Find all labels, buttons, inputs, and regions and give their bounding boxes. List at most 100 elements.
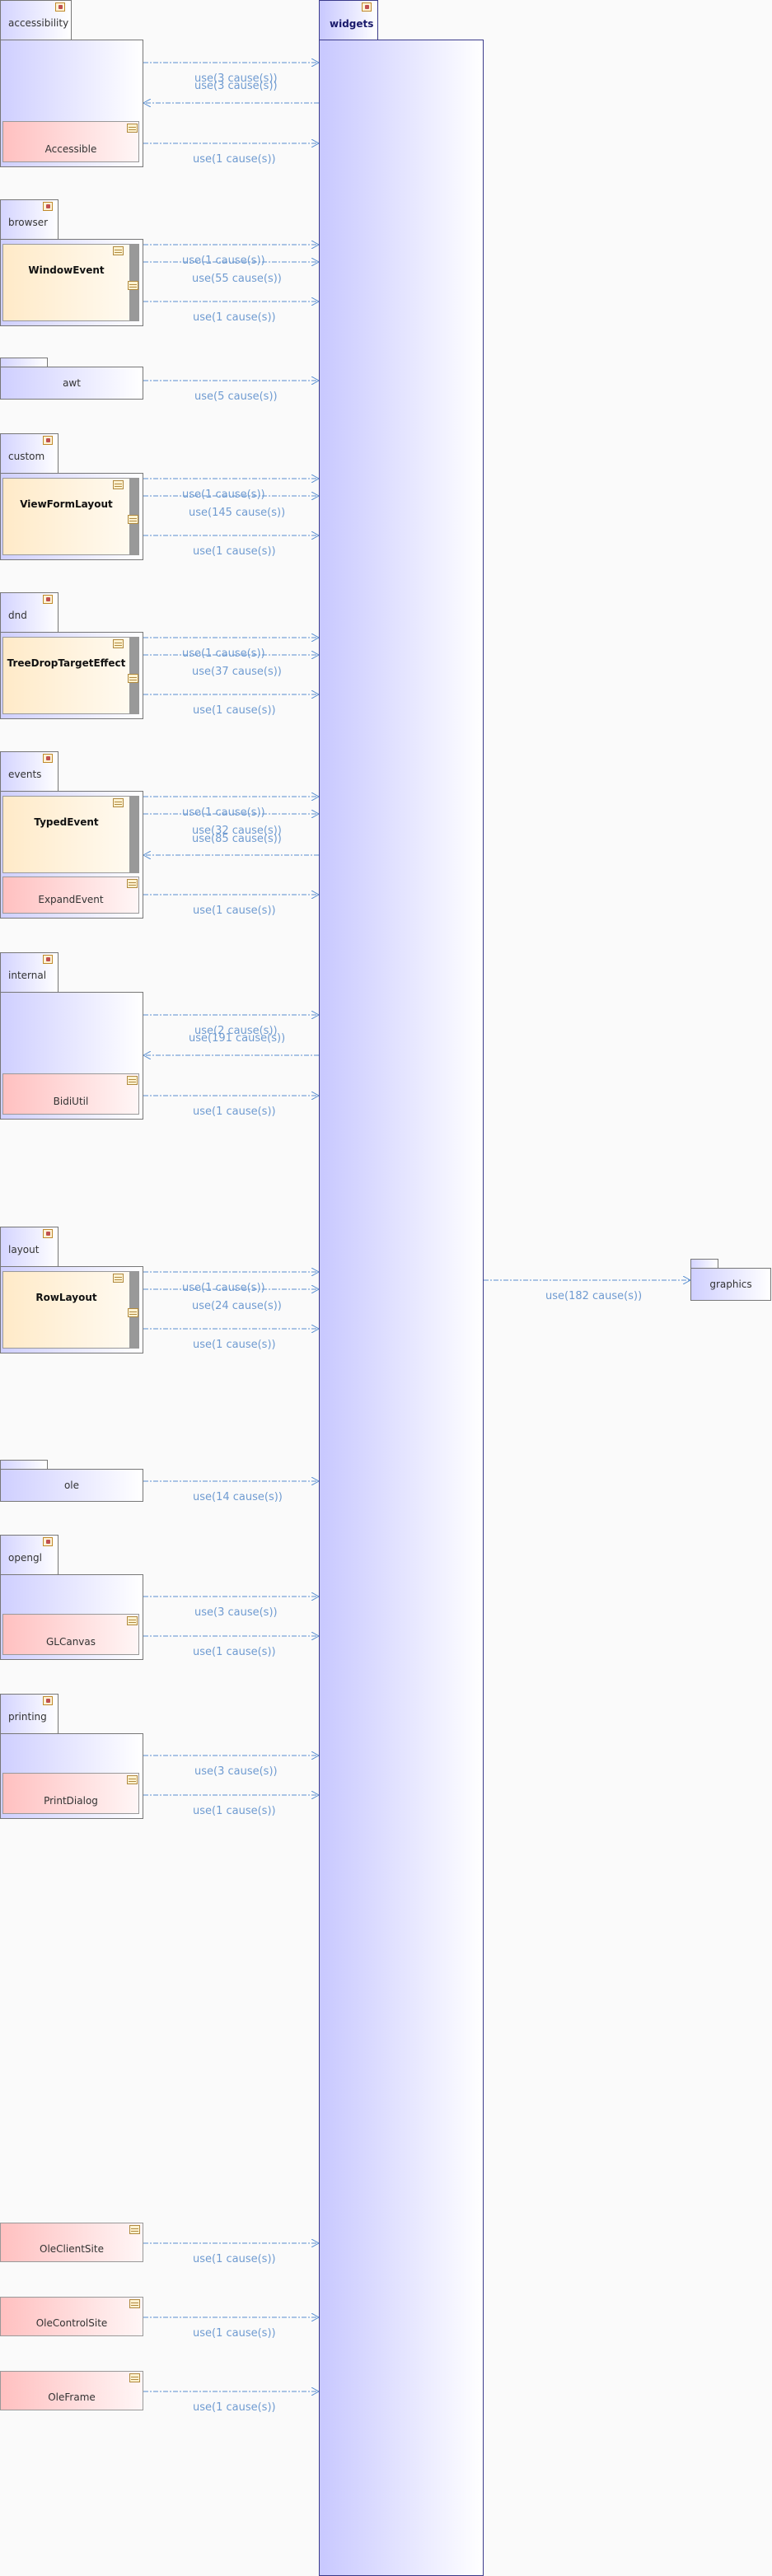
dependency-label: use(191 cause(s)) (189, 1032, 286, 1045)
dependency-label: use(1 cause(s)) (193, 2253, 276, 2265)
package-browser-tab[interactable]: browser (0, 199, 58, 240)
dependency-label: use(1 cause(s)) (193, 1106, 276, 1118)
dependency-label: use(145 cause(s)) (189, 507, 286, 519)
dependency-label: use(3 cause(s)) (194, 1606, 278, 1619)
class-icon (113, 639, 124, 648)
dependency-label: use(37 cause(s)) (192, 666, 282, 678)
class-bidi-util[interactable]: BidiUtil (2, 1073, 139, 1115)
class-icon (113, 480, 124, 489)
class-typed-event[interactable]: TypedEvent (2, 796, 139, 873)
package-dnd-tab[interactable]: dnd (0, 592, 58, 633)
package-icon (43, 595, 53, 604)
dependency-label: use(85 cause(s)) (192, 833, 282, 845)
dependency-label: use(3 cause(s)) (194, 80, 278, 92)
class-ole-control-site[interactable]: OleControlSite (0, 2297, 143, 2336)
dependency-label: use(1 cause(s)) (193, 153, 276, 166)
dependency-label: use(1 cause(s)) (182, 648, 265, 660)
dependency-label: use(2 cause(s)) (194, 1025, 278, 1037)
class-print-dialog[interactable]: PrintDialog (2, 1773, 139, 1814)
widgets-package-label: widgets (330, 18, 374, 30)
class-icon (127, 1076, 138, 1085)
dependency-label: use(14 cause(s)) (193, 1491, 283, 1503)
class-expand-event[interactable]: ExpandEvent (2, 877, 139, 914)
class-expand-event-label: ExpandEvent (38, 894, 104, 905)
class-window-event[interactable]: WindowEvent (2, 244, 139, 321)
dependency-label: use(3 cause(s)) (194, 1765, 278, 1778)
package-awt-label: awt (63, 377, 81, 389)
class-bidi-util-label: BidiUtil (53, 1096, 89, 1107)
class-icon (127, 879, 138, 888)
package-ole[interactable]: ole (0, 1469, 143, 1502)
package-browser-label: browser (8, 217, 49, 228)
class-icon (128, 281, 138, 290)
package-icon (362, 2, 372, 12)
package-events-tab[interactable]: events (0, 751, 58, 792)
class-ole-control-site-label: OleControlSite (35, 2317, 108, 2329)
class-icon (127, 124, 138, 133)
package-dnd-label: dnd (8, 610, 27, 621)
package-accessibility-tab[interactable]: accessibility (0, 0, 72, 40)
package-accessibility-label: accessibility (8, 17, 69, 29)
class-icon (129, 2225, 140, 2234)
class-print-dialog-label: PrintDialog (44, 1795, 98, 1807)
class-row-layout-label: RowLayout (35, 1292, 97, 1303)
dependency-label: use(1 cause(s)) (182, 1282, 265, 1294)
dependency-label: use(1 cause(s)) (193, 1805, 276, 1817)
package-awt[interactable]: awt (0, 367, 143, 400)
package-internal-tab[interactable]: internal (0, 952, 58, 993)
class-ole-client-site-label: OleClientSite (40, 2243, 104, 2255)
package-icon (43, 754, 53, 763)
class-ole-frame[interactable]: OleFrame (0, 2371, 143, 2410)
package-icon (43, 202, 53, 211)
package-icon (43, 1229, 53, 1238)
class-view-form-layout[interactable]: ViewFormLayout (2, 478, 139, 555)
class-icon (127, 1616, 138, 1625)
class-gl-canvas-label: GLCanvas (45, 1636, 96, 1648)
package-icon (55, 2, 65, 12)
dependency-label: use(5 cause(s)) (194, 390, 278, 403)
package-ole-label: ole (63, 1480, 80, 1491)
package-layout-tab[interactable]: layout (0, 1227, 58, 1267)
dependency-label: use(1 cause(s)) (193, 1646, 276, 1658)
dependency-label: use(1 cause(s)) (193, 2401, 276, 2414)
package-internal-label: internal (8, 970, 47, 981)
class-accessible[interactable]: Accessible (2, 121, 139, 162)
dependency-label: use(1 cause(s)) (193, 1339, 276, 1351)
dependency-label: use(1 cause(s)) (193, 2327, 276, 2340)
class-icon (129, 2373, 140, 2382)
dependency-label: use(24 cause(s)) (192, 1300, 282, 1312)
widgets-package-tab[interactable]: widgets (319, 0, 378, 40)
dependency-label: use(1 cause(s)) (193, 311, 276, 324)
dependency-label: use(1 cause(s)) (182, 806, 265, 819)
class-ole-frame-label: OleFrame (48, 2391, 96, 2403)
class-tree-drop-target-effect-label: TreeDropTargetEffect (7, 657, 126, 669)
package-custom-tab[interactable]: custom (0, 433, 58, 474)
dependency-label: use(1 cause(s)) (193, 545, 276, 558)
package-icon (43, 955, 53, 964)
graphics-package-label: graphics (709, 1279, 752, 1290)
class-icon (129, 2299, 140, 2308)
package-printing-tab[interactable]: printing (0, 1694, 58, 1734)
dependency-label: use(3 cause(s)) (194, 72, 278, 85)
class-icon (128, 674, 138, 683)
class-row-layout[interactable]: RowLayout (2, 1271, 139, 1349)
dependency-label: use(32 cause(s)) (192, 825, 282, 837)
package-layout-label: layout (8, 1244, 40, 1255)
package-opengl-tab[interactable]: opengl (0, 1535, 58, 1575)
class-icon (128, 1308, 138, 1317)
dependency-label: use(1 cause(s)) (193, 905, 276, 917)
graphics-dependency-label: use(182 cause(s)) (545, 1290, 643, 1302)
class-icon (127, 1775, 138, 1784)
widgets-package[interactable] (319, 40, 484, 2576)
class-ole-client-site[interactable]: OleClientSite (0, 2223, 143, 2262)
class-tree-drop-target-effect[interactable]: TreeDropTargetEffect (2, 637, 139, 714)
class-icon (113, 798, 124, 807)
package-printing-label: printing (8, 1711, 47, 1723)
class-gl-canvas[interactable]: GLCanvas (2, 1614, 139, 1655)
dependency-label: use(1 cause(s)) (182, 489, 265, 501)
dependency-label: use(55 cause(s)) (192, 273, 282, 285)
package-opengl-label: opengl (8, 1552, 42, 1564)
graphics-package[interactable]: graphics (690, 1268, 771, 1301)
class-icon (113, 246, 124, 255)
